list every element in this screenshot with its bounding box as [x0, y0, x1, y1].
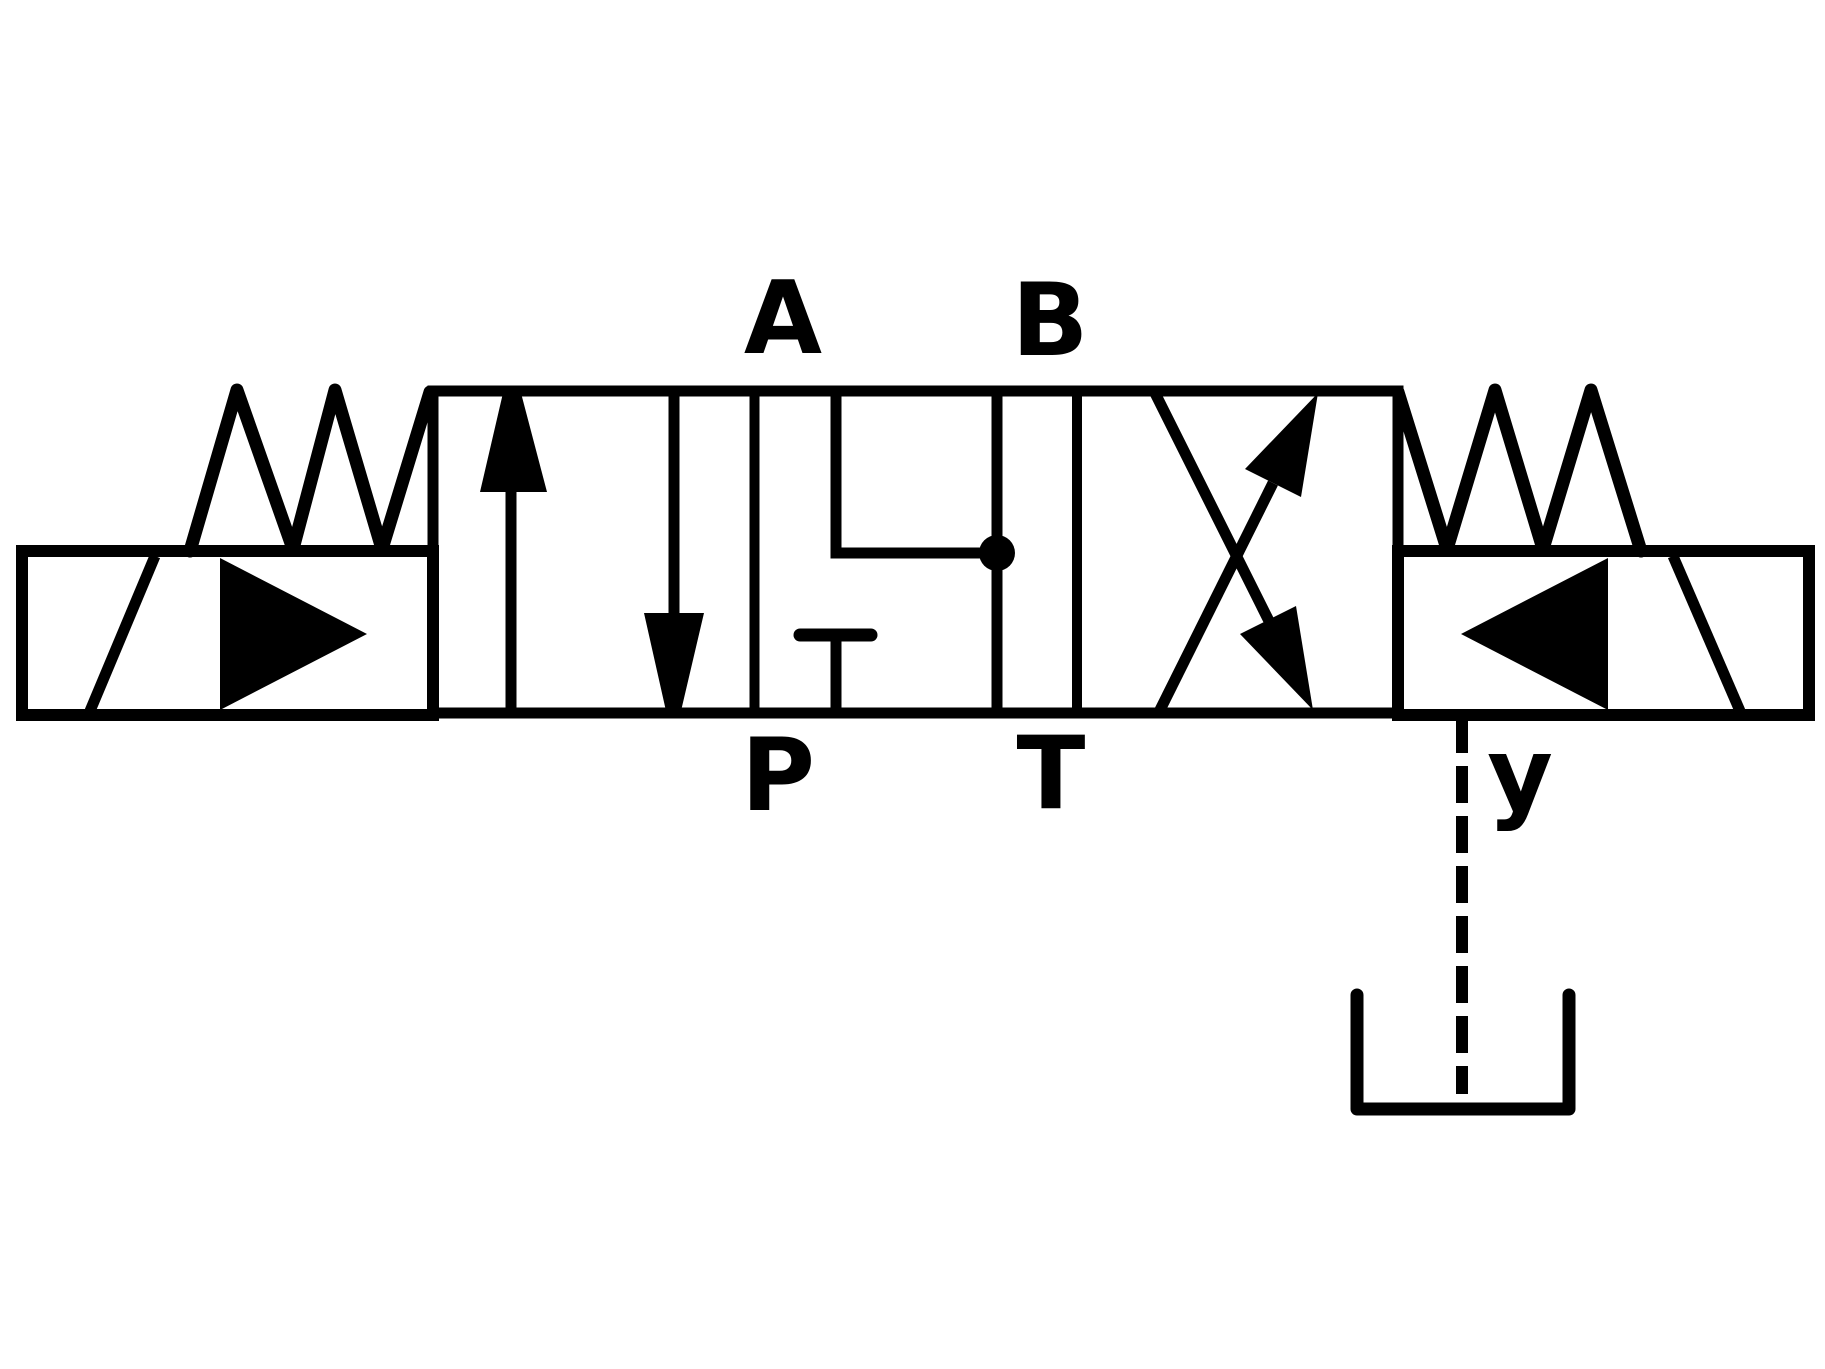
port-label-b: B [1012, 261, 1089, 379]
right-spring-zigzag-icon [1391, 383, 1648, 558]
cross-arrow-up-shaft [1155, 480, 1278, 713]
port-labels: A B P T y [741, 259, 1553, 834]
right-solenoid-diagonal [1667, 553, 1746, 714]
left-solenoid [16, 545, 439, 721]
drain-label-y: y [1487, 715, 1553, 833]
port-label-t: T [1017, 714, 1086, 832]
right-spring [1391, 383, 1648, 558]
cross-arrow-up-head-icon [1245, 393, 1318, 497]
a-branch-line [830, 392, 997, 559]
right-solenoid-triangle-icon [1461, 558, 1608, 710]
right-solenoid [1392, 545, 1815, 721]
left-spring [183, 383, 437, 558]
drain [1350, 716, 1576, 1116]
down-arrow-head-icon [644, 613, 704, 711]
right-solenoid-box [1392, 545, 1815, 721]
position-left-parallel-arrows [480, 392, 704, 713]
left-solenoid-triangle-icon [220, 558, 367, 710]
left-solenoid-box [16, 545, 439, 721]
left-spring-zigzag-icon [183, 383, 437, 558]
position-center-rest [793, 392, 1015, 713]
up-arrow-head-icon [480, 393, 547, 492]
position-right-crossed-arrows [1150, 390, 1318, 713]
cross-arrow-down-head-icon [1240, 606, 1313, 710]
port-label-a: A [744, 259, 822, 377]
left-solenoid-diagonal [84, 553, 161, 714]
cross-arrow-down-shaft [1150, 390, 1274, 624]
junction-dot [979, 535, 1015, 571]
port-label-p: P [741, 716, 815, 834]
tank-icon [1350, 988, 1576, 1116]
